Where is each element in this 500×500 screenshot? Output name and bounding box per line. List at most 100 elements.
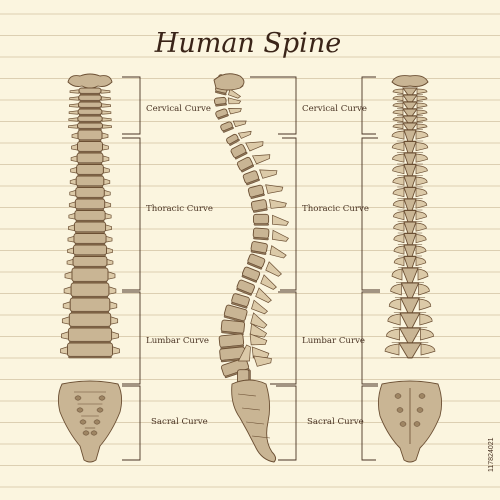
transverse-process bbox=[67, 235, 75, 243]
transverse-process bbox=[70, 166, 77, 174]
spinous-process bbox=[403, 256, 417, 269]
intervertebral-disc bbox=[250, 250, 267, 255]
lateral-vertebra bbox=[214, 96, 242, 107]
sacral-foramen bbox=[74, 395, 82, 401]
spinous-process bbox=[232, 120, 247, 128]
lateral-vertebra bbox=[250, 241, 287, 259]
spinous-process bbox=[400, 297, 420, 314]
spinous-process bbox=[402, 108, 418, 117]
sacral-ridge bbox=[245, 421, 265, 425]
spinous-process bbox=[402, 87, 418, 96]
transverse-process bbox=[102, 155, 110, 163]
transverse-process bbox=[69, 103, 79, 108]
lateral-vertebra bbox=[236, 154, 271, 173]
back-bracket-cervical bbox=[361, 76, 376, 135]
intervertebral-disc bbox=[246, 178, 260, 186]
spinous-process bbox=[251, 346, 270, 359]
intervertebral-disc bbox=[253, 223, 269, 226]
spinous-process bbox=[403, 210, 417, 223]
intervertebral-disc bbox=[68, 355, 112, 359]
spinous-process bbox=[249, 333, 268, 346]
lateral-vertebra bbox=[253, 213, 290, 226]
transverse-process bbox=[67, 247, 74, 255]
transverse-process bbox=[109, 301, 118, 310]
sacral-foramen bbox=[90, 430, 98, 436]
spinous-process bbox=[250, 312, 268, 329]
spinous-process bbox=[245, 141, 264, 152]
transverse-process bbox=[415, 165, 428, 175]
sacral-foramen bbox=[98, 395, 106, 401]
transverse-process bbox=[60, 346, 68, 355]
transverse-process bbox=[103, 166, 110, 174]
vertebral-body bbox=[73, 233, 107, 244]
vertebral-body bbox=[78, 87, 102, 94]
transverse-process bbox=[393, 211, 405, 221]
vertebral-body bbox=[77, 141, 103, 152]
side-bracket-sacral bbox=[276, 385, 297, 461]
transverse-process bbox=[392, 102, 404, 109]
front-region-labels: Cervical Curve Thoracic Curve Lumbar Cur… bbox=[146, 104, 213, 427]
vertebral-body bbox=[74, 210, 106, 221]
transverse-process bbox=[68, 212, 76, 220]
back-bracket-lumbar bbox=[361, 291, 380, 385]
transverse-process bbox=[417, 268, 429, 281]
transverse-process bbox=[111, 331, 119, 340]
spine-back-view bbox=[377, 75, 443, 463]
spinous-process bbox=[398, 342, 422, 359]
transverse-process bbox=[392, 188, 405, 198]
lateral-vertebra bbox=[247, 253, 282, 277]
transverse-process bbox=[68, 124, 78, 129]
spinous-process bbox=[402, 101, 418, 110]
side-bracket-cervical bbox=[250, 76, 297, 135]
lateral-vertebra bbox=[226, 130, 252, 146]
transverse-process bbox=[416, 102, 428, 109]
transverse-process bbox=[392, 95, 404, 102]
intervertebral-disc bbox=[241, 275, 258, 283]
spinous-process bbox=[255, 287, 272, 303]
spinous-process bbox=[265, 184, 284, 194]
side-bracket-lumbar bbox=[270, 291, 297, 385]
transverse-process bbox=[61, 316, 70, 325]
side-label-sacral: Sacral Curve bbox=[307, 417, 364, 427]
spine-side-view bbox=[213, 73, 290, 463]
transverse-process bbox=[416, 123, 428, 130]
vertebral-body bbox=[75, 187, 105, 198]
intervertebral-disc bbox=[247, 262, 263, 270]
vertebral-body bbox=[68, 312, 112, 327]
lateral-vertebra bbox=[223, 304, 268, 329]
intervertebral-disc bbox=[236, 288, 252, 296]
transverse-process bbox=[415, 245, 427, 255]
transverse-process bbox=[106, 247, 113, 255]
intervertebral-disc bbox=[234, 151, 248, 160]
page-title: Human Spine bbox=[154, 28, 341, 59]
sacral-foramen bbox=[416, 407, 424, 413]
vertebral-body bbox=[77, 122, 103, 129]
transverse-process bbox=[419, 313, 433, 326]
atlas-vertebra bbox=[391, 75, 429, 87]
transverse-process bbox=[415, 211, 427, 221]
vertebral-body bbox=[69, 297, 111, 312]
transverse-process bbox=[100, 96, 111, 101]
sacral-foramen bbox=[79, 419, 87, 425]
sacral-foramen bbox=[413, 421, 421, 427]
front-bracket-lumbar bbox=[122, 291, 141, 385]
spinous-process bbox=[227, 97, 242, 105]
sacral-ridge bbox=[237, 393, 257, 397]
transverse-process bbox=[416, 109, 428, 116]
transverse-process bbox=[392, 199, 405, 209]
transverse-process bbox=[69, 96, 80, 101]
front-bracket-thoracic bbox=[122, 137, 141, 291]
transverse-process bbox=[105, 224, 112, 232]
intervertebral-disc bbox=[215, 90, 227, 96]
transverse-process bbox=[101, 110, 112, 115]
side-label-lumbar: Lumbar Curve bbox=[302, 336, 365, 346]
intervertebral-disc bbox=[252, 208, 268, 213]
transverse-process bbox=[68, 110, 79, 115]
lateral-vertebra bbox=[220, 355, 272, 379]
transverse-process bbox=[108, 286, 117, 295]
transverse-process bbox=[393, 234, 405, 244]
transverse-process bbox=[392, 88, 404, 95]
transverse-process bbox=[112, 346, 120, 355]
